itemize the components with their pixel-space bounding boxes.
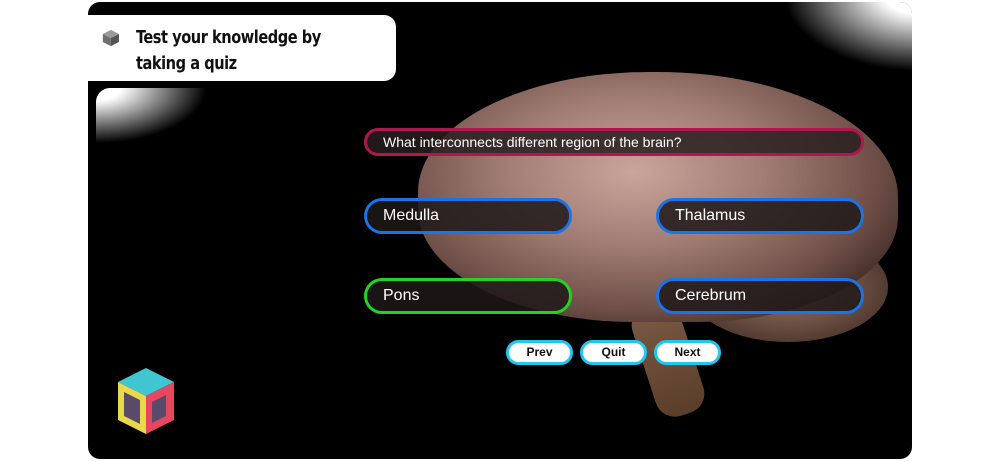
option-medulla[interactable]: Medulla: [364, 198, 572, 234]
option-thalamus[interactable]: Thalamus: [656, 198, 864, 234]
next-button[interactable]: Next: [654, 340, 721, 365]
prev-button[interactable]: Prev: [506, 340, 573, 365]
option-pons[interactable]: Pons: [364, 278, 572, 314]
app-screen: Test your knowledge by taking a quiz Wha…: [88, 2, 912, 459]
3d-logo: [118, 368, 174, 434]
header-banner: Test your knowledge by taking a quiz: [88, 15, 396, 81]
cube-icon: [102, 29, 119, 47]
quit-button[interactable]: Quit: [580, 340, 647, 365]
question-text: What interconnects different region of t…: [364, 128, 864, 156]
page-title: Test your knowledge by taking a quiz: [135, 27, 321, 74]
inner-panel-glare: [96, 88, 216, 148]
glare: [782, 2, 912, 72]
option-cerebrum[interactable]: Cerebrum: [656, 278, 864, 314]
